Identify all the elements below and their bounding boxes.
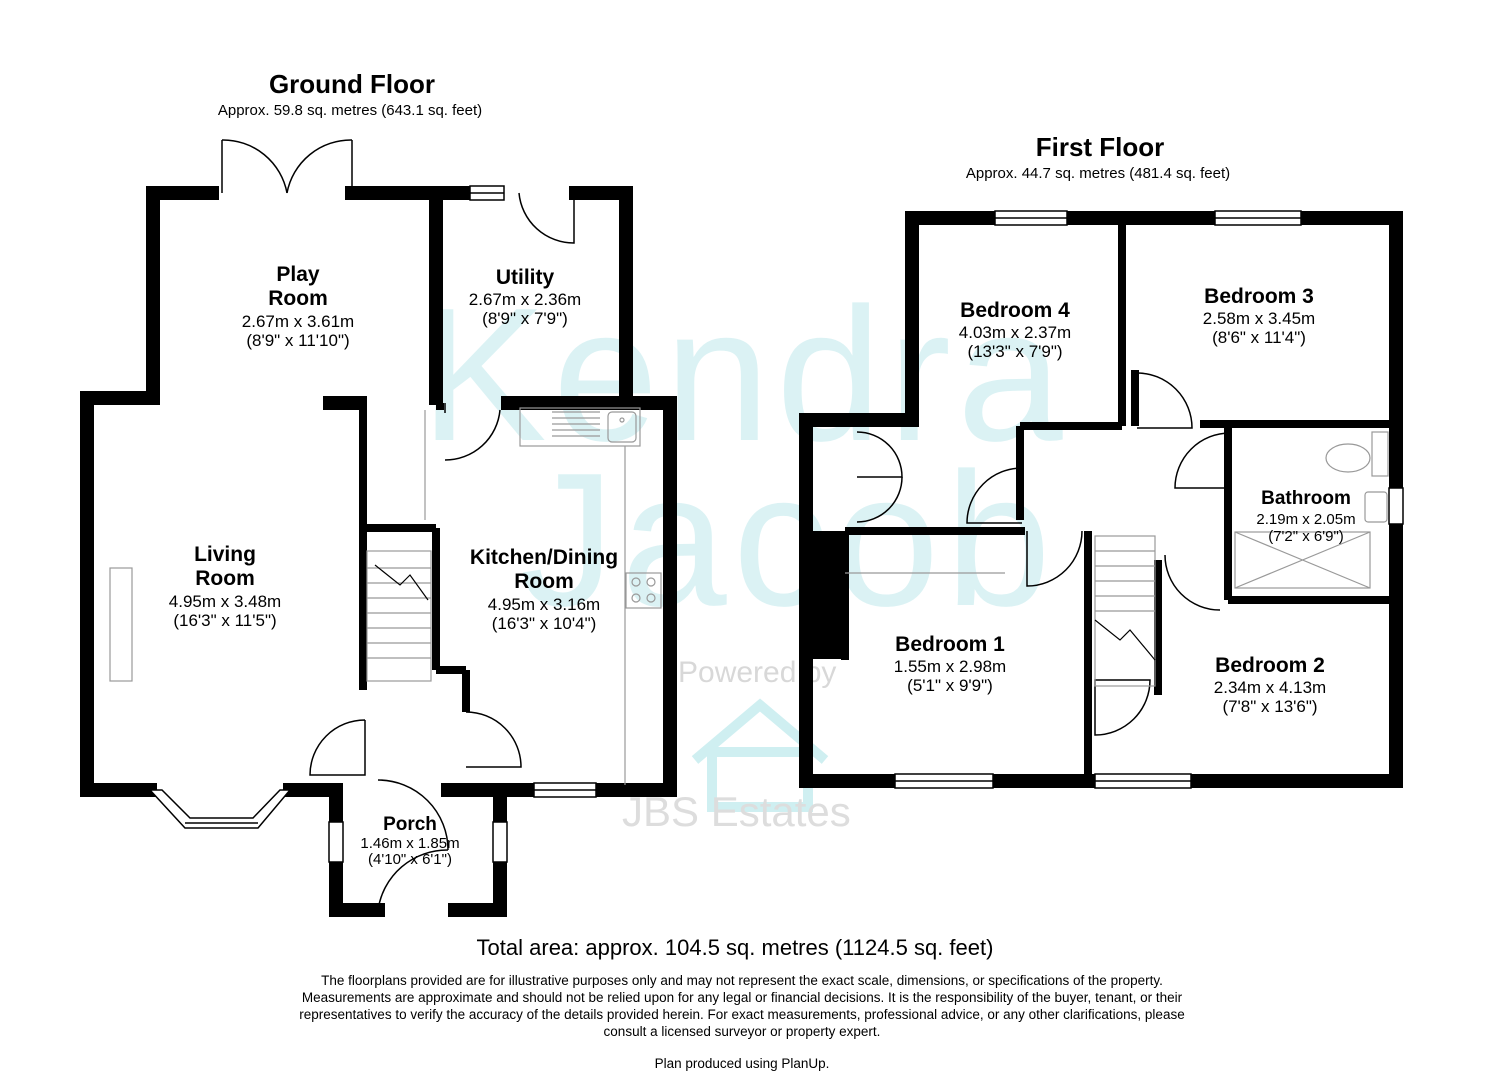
disclaimer-line2: Measurements are approximate and should …: [302, 990, 1183, 1005]
bedroom4-label: Bedroom 4 4.03m x 2.37m (13'3" x 7'9"): [959, 299, 1071, 361]
svg-text:Bathroom: Bathroom: [1261, 488, 1351, 509]
total-area: Total area: approx. 104.5 sq. metres (11…: [477, 935, 994, 960]
svg-text:Play: Play: [276, 263, 320, 286]
svg-text:2.67m x 2.36m: 2.67m x 2.36m: [469, 290, 581, 309]
svg-text:(13'3" x 7'9"): (13'3" x 7'9"): [967, 342, 1062, 361]
ground-floor-inner-walls: [359, 403, 470, 712]
sink-icon: [607, 411, 637, 443]
svg-text:2.67m x 3.61m: 2.67m x 3.61m: [242, 312, 354, 331]
svg-text:4.95m x 3.16m: 4.95m x 3.16m: [488, 595, 600, 614]
svg-text:(16'3" x 11'5"): (16'3" x 11'5"): [173, 611, 276, 630]
svg-text:(8'9" x 7'9"): (8'9" x 7'9"): [482, 309, 568, 328]
svg-text:(7'2" x 6'9"): (7'2" x 6'9"): [1268, 528, 1344, 545]
watermark: Kendra Jacob Powered by JBS Estates: [420, 269, 1063, 835]
disclaimer-line4: consult a licensed surveyor or property …: [604, 1024, 881, 1039]
svg-text:Living: Living: [194, 543, 256, 566]
plan-credit: Plan produced using PlanUp.: [655, 1056, 830, 1071]
first-floor-doors: [856, 372, 1231, 736]
porch-label: Porch 1.46m x 1.85m (4'10" x 6'1"): [360, 814, 459, 868]
svg-text:4.95m x 3.48m: 4.95m x 3.48m: [169, 592, 281, 611]
fireplace-icon: [109, 567, 133, 682]
ground-floor-title: Ground Floor: [269, 69, 435, 99]
svg-text:(8'6" x 11'4"): (8'6" x 11'4"): [1212, 328, 1306, 347]
svg-text:Porch: Porch: [383, 814, 437, 835]
first-floor-fixtures: [845, 431, 1389, 687]
svg-text:Bedroom 2: Bedroom 2: [1215, 654, 1325, 677]
first-floor-area: Approx. 44.7 sq. metres (481.4 sq. feet): [966, 165, 1230, 182]
bedroom3-label: Bedroom 3 2.58m x 3.45m (8'6" x 11'4"): [1203, 285, 1315, 347]
hob-icon: [625, 572, 662, 609]
first-floor-windows: [894, 210, 1404, 789]
worktop-icon: [519, 407, 641, 447]
ground-floor: Ground Floor Approx. 59.8 sq. metres (64…: [80, 69, 677, 917]
svg-text:2.34m x 4.13m: 2.34m x 4.13m: [1214, 678, 1326, 697]
ground-floor-doors: [221, 139, 575, 911]
chimney-breast: [812, 531, 845, 659]
svg-text:1.46m x 1.85m: 1.46m x 1.85m: [360, 835, 459, 852]
watermark-line2: Jacob: [520, 434, 1057, 646]
basin-icon: [1364, 491, 1388, 523]
ground-floor-walls: [80, 186, 677, 917]
living-room-label: Living Room 4.95m x 3.48m (16'3" x 11'5"…: [169, 543, 281, 630]
first-floor-inner-walls: [841, 218, 1396, 781]
svg-text:Room: Room: [514, 570, 574, 593]
ground-floor-windows: [148, 185, 597, 863]
svg-text:Room: Room: [195, 567, 255, 590]
footer: Total area: approx. 104.5 sq. metres (11…: [299, 935, 1184, 1071]
svg-text:2.19m x 2.05m: 2.19m x 2.05m: [1256, 511, 1355, 528]
svg-text:(7'8" x 13'6"): (7'8" x 13'6"): [1222, 697, 1317, 716]
svg-text:(8'9" x 11'10"): (8'9" x 11'10"): [246, 331, 349, 350]
disclaimer-line3: representatives to verify the accuracy o…: [299, 1007, 1184, 1022]
bedroom2-label: Bedroom 2 2.34m x 4.13m (7'8" x 13'6"): [1214, 654, 1326, 716]
svg-text:Room: Room: [268, 287, 328, 310]
ground-floor-area: Approx. 59.8 sq. metres (643.1 sq. feet): [218, 102, 482, 119]
bedroom1-label: Bedroom 1 1.55m x 2.98m (5'1" x 9'9"): [894, 633, 1006, 695]
svg-text:(5'1" x 9'9"): (5'1" x 9'9"): [907, 676, 993, 695]
svg-text:(4'10" x 6'1"): (4'10" x 6'1"): [368, 851, 452, 868]
svg-text:4.03m x 2.37m: 4.03m x 2.37m: [959, 323, 1071, 342]
svg-text:Utility: Utility: [496, 266, 555, 289]
svg-text:Bedroom 3: Bedroom 3: [1204, 285, 1314, 308]
utility-label: Utility 2.67m x 2.36m (8'9" x 7'9"): [469, 266, 581, 328]
shower-tray-icon: [1234, 531, 1371, 589]
bathroom-label: Bathroom 2.19m x 2.05m (7'2" x 6'9"): [1256, 488, 1355, 545]
play-room-label: Play Room 2.67m x 3.61m (8'9" x 11'10"): [242, 263, 354, 350]
svg-text:1.55m x 2.98m: 1.55m x 2.98m: [894, 657, 1006, 676]
staircase-icon: [366, 550, 432, 682]
svg-text:(16'3" x 10'4"): (16'3" x 10'4"): [492, 614, 597, 633]
first-floor: First Floor Approx. 44.7 sq. metres (481…: [799, 132, 1404, 789]
svg-text:Bedroom 4: Bedroom 4: [960, 299, 1070, 322]
svg-text:2.58m x 3.45m: 2.58m x 3.45m: [1203, 309, 1315, 328]
kitchen-dining-label: Kitchen/Dining Room 4.95m x 3.16m (16'3"…: [470, 546, 618, 633]
disclaimer-line1: The floorplans provided are for illustra…: [321, 973, 1163, 988]
ground-floor-fixtures: [109, 407, 662, 785]
first-floor-title: First Floor: [1036, 132, 1165, 162]
toilet-icon: [1325, 443, 1371, 473]
svg-text:Bedroom 1: Bedroom 1: [895, 633, 1005, 656]
svg-text:Kitchen/Dining: Kitchen/Dining: [470, 546, 618, 569]
